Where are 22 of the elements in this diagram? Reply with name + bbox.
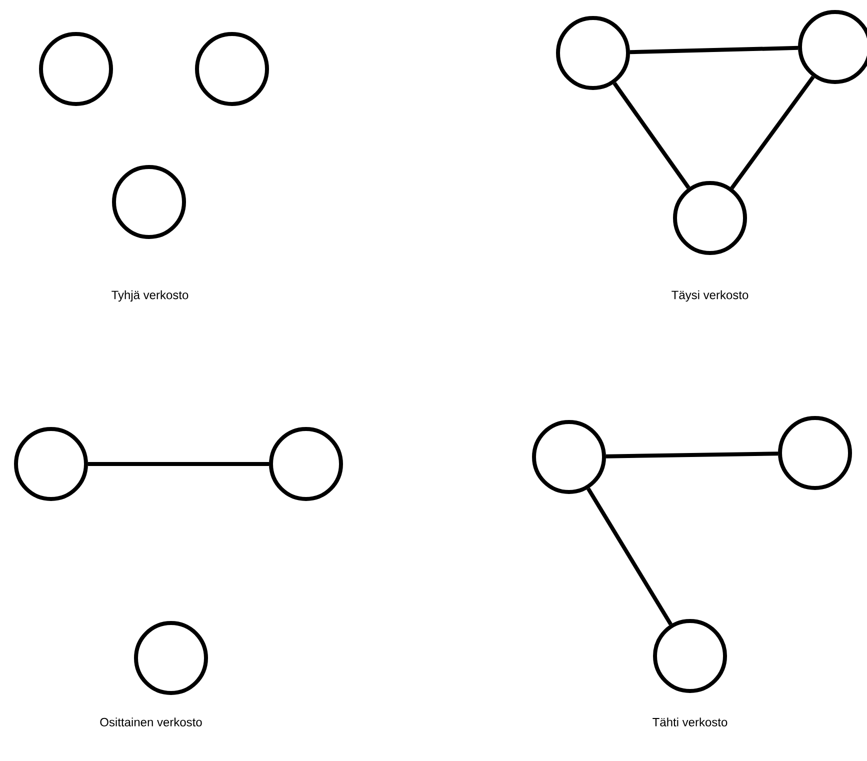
connection-line [88, 462, 269, 466]
connection-line [606, 452, 778, 458]
network-node [112, 165, 186, 239]
network-node [798, 10, 867, 84]
network-node [653, 619, 727, 693]
graph-caption: Tähti verkosto [652, 718, 728, 726]
network-node [195, 32, 269, 106]
network-node [778, 416, 852, 490]
network-node [134, 621, 208, 695]
connection-line [630, 46, 798, 54]
network-node [14, 427, 88, 501]
connection-line [612, 82, 690, 189]
network-node [269, 427, 343, 501]
graph-caption: Tyhjä verkosto [112, 290, 188, 302]
connection-line [730, 76, 815, 190]
network-node [673, 181, 747, 255]
network-node [532, 420, 606, 494]
network-node [39, 32, 113, 106]
connection-line [586, 488, 672, 626]
network-node [556, 16, 630, 90]
graph-caption: Täysi verkosto [672, 290, 748, 302]
graph-caption: Osittainen verkosto [100, 718, 202, 726]
